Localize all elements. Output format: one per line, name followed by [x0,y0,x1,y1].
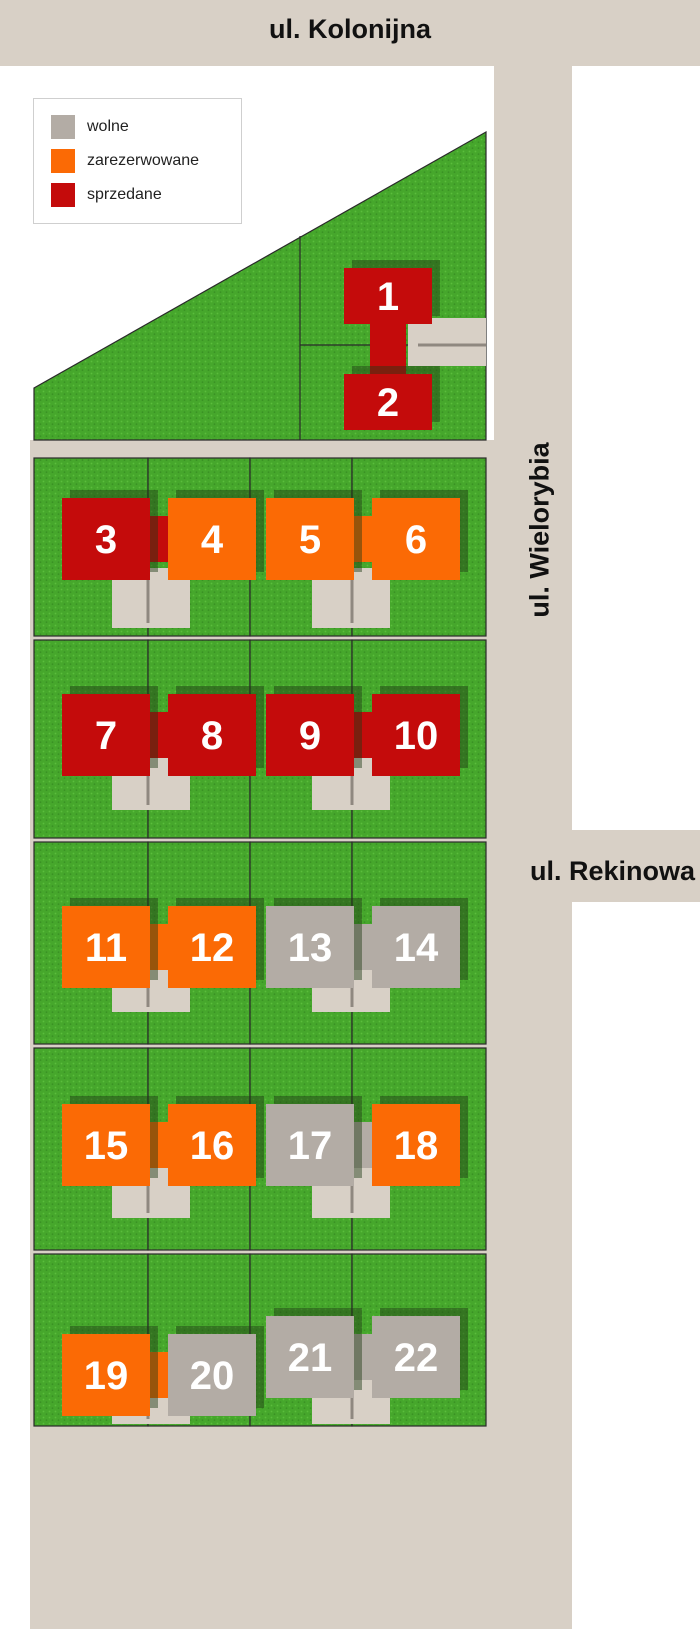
house-6[interactable] [372,498,460,580]
house-number-21: 21 [288,1336,333,1380]
house-number-7: 7 [95,714,117,758]
road-kolonijna [0,0,700,66]
road-wielorybia [494,66,572,1629]
house-7[interactable] [62,694,150,776]
house-number-10: 10 [394,714,439,758]
house-number-3: 3 [95,518,117,562]
house-number-2: 2 [377,381,399,425]
house-11[interactable] [62,906,150,988]
house-13[interactable] [266,906,354,988]
house-number-18: 18 [394,1124,439,1168]
house-number-4: 4 [201,518,224,562]
house-5[interactable] [266,498,354,580]
house-21[interactable] [266,1316,354,1398]
legend-item-free: wolne [51,115,129,139]
house-number-14: 14 [394,926,439,970]
house-19[interactable] [62,1334,150,1416]
house-number-17: 17 [288,1124,333,1168]
house-18[interactable] [372,1104,460,1186]
driveway-1-2 [408,318,486,366]
house-22[interactable] [372,1316,460,1398]
house-number-11: 11 [85,926,127,970]
house-3[interactable] [62,498,150,580]
house-1[interactable] [344,268,432,324]
house-2[interactable] [344,374,432,430]
house-4[interactable] [168,498,256,580]
house-number-22: 22 [394,1336,439,1380]
house-14[interactable] [372,906,460,988]
legend-item-sold: sprzedane [51,183,162,207]
house-number-16: 16 [190,1124,235,1168]
house-number-9: 9 [299,714,321,758]
street-label-kolonijna: ul. Kolonijna [269,14,431,44]
house-number-19: 19 [84,1354,129,1398]
house-number-6: 6 [405,518,427,562]
status-legend: wolne zarezerwowane sprzedane [33,98,242,224]
house-17[interactable] [266,1104,354,1186]
house-20[interactable] [168,1334,256,1416]
house-15[interactable] [62,1104,150,1186]
house-10[interactable] [372,694,460,776]
street-label-rekinowa: ul. Rekinowa [530,856,696,886]
legend-swatch-reserved [51,149,75,173]
house-number-15: 15 [84,1124,129,1168]
house-number-1: 1 [377,275,399,319]
house-connector [370,324,406,374]
house-number-12: 12 [190,926,235,970]
legend-item-reserved: zarezerwowane [51,149,199,173]
legend-swatch-sold [51,183,75,207]
house-number-5: 5 [299,518,321,562]
house-8[interactable] [168,694,256,776]
house-16[interactable] [168,1104,256,1186]
street-label-wielorybia: ul. Wielorybia [524,442,555,618]
legend-label-reserved: zarezerwowane [87,152,200,169]
legend-swatch-free [51,115,75,139]
house-12[interactable] [168,906,256,988]
house-9[interactable] [266,694,354,776]
house-number-13: 13 [288,926,333,970]
house-number-8: 8 [201,714,223,758]
house-number-20: 20 [190,1354,235,1398]
road-rekinowa [572,830,700,902]
legend-label-free: wolne [87,118,129,135]
legend-label-sold: sprzedane [87,186,162,203]
